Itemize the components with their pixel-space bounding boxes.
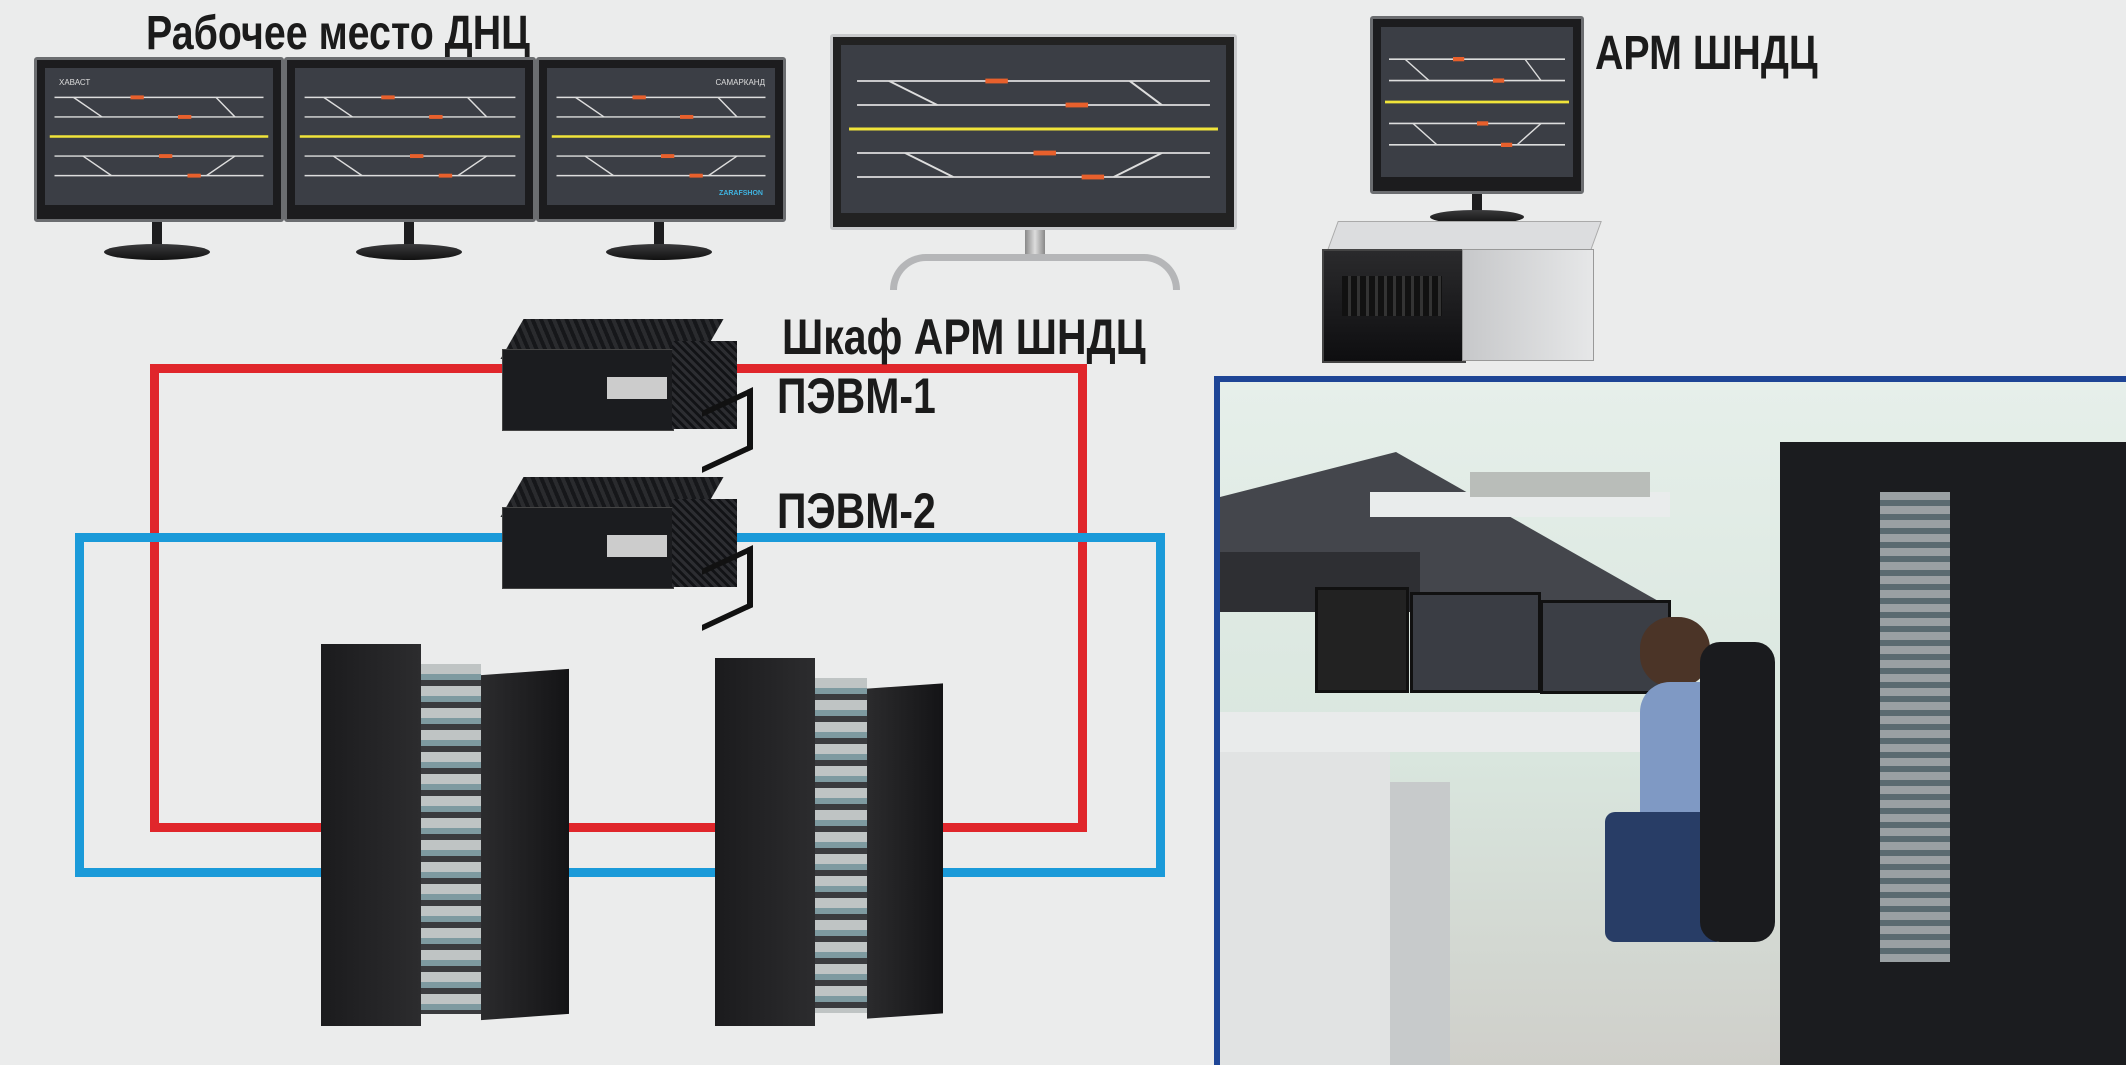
- cabinet-open-door: [481, 668, 569, 1021]
- track-line: [457, 155, 488, 177]
- occupied-section: [1081, 174, 1105, 180]
- occupied-section: [187, 173, 201, 178]
- monitor-stand: [404, 222, 414, 252]
- occupied-section: [429, 114, 443, 119]
- track-line: [466, 96, 488, 118]
- pc1-label: ПЭВМ-1: [777, 368, 936, 424]
- cabinet-body: [715, 658, 815, 1026]
- photo-monitor: [1315, 587, 1409, 693]
- occupied-section: [410, 154, 424, 159]
- pc-port-plate: [607, 377, 667, 399]
- monitor-stand: [1472, 194, 1482, 216]
- track-line: [575, 96, 605, 118]
- server-vent-grille: [1342, 276, 1442, 316]
- occupied-section: [1065, 102, 1089, 108]
- occupied-section: [632, 95, 646, 100]
- monitor-stand-base: [606, 244, 712, 260]
- track-line: [904, 152, 954, 178]
- dnc-workplace-label: Рабочее место ДНЦ: [146, 7, 530, 60]
- track-diagram-screen: [841, 45, 1226, 213]
- occupied-section: [130, 95, 144, 100]
- occupied-section: [438, 173, 453, 178]
- occupied-section: [1493, 78, 1505, 83]
- occupied-section: [1501, 142, 1513, 147]
- dnc-monitor-right: САМАРКАНД ZARAFSHON: [536, 57, 786, 222]
- track-diagram-screen: ХАВАСТ: [45, 68, 273, 205]
- cabinet-rack-interior: [421, 664, 481, 1014]
- dnc-monitor-left: ХАВАСТ: [34, 57, 284, 222]
- occupied-section: [381, 95, 395, 100]
- occupied-section: [661, 154, 675, 159]
- zarafshon-logo: ZARAFSHON: [719, 190, 763, 197]
- pc2-device: [500, 477, 760, 631]
- photo-person-head: [1640, 617, 1710, 687]
- equipment-cabinet-2: [715, 658, 943, 1026]
- ultrawide-monitor-frame: [830, 34, 1237, 230]
- occupied-section: [985, 78, 1008, 84]
- arm-shndc-monitor: [1370, 16, 1584, 194]
- dnc-monitor-array: ХАВАСТ САМАРКАНД ZARAFSHON: [34, 57, 786, 262]
- photo-monitor: [1410, 592, 1541, 693]
- cabinet-arm-shndc-label: Шкаф АРМ ШНДЦ: [782, 309, 1146, 365]
- arm-shndc-workstation: [1322, 16, 1602, 370]
- occupied-section: [689, 173, 703, 178]
- monitor-stand-base: [356, 244, 462, 260]
- photo-instruments: [1470, 472, 1650, 497]
- track-line: [73, 96, 103, 118]
- cabinet-body: [321, 644, 421, 1026]
- arm-shndc-label: АРМ ШНДЦ: [1595, 27, 1818, 80]
- station-name: ХАВАСТ: [59, 78, 91, 87]
- pc-side-vent: [672, 499, 737, 587]
- track-line: [323, 96, 353, 118]
- monitor-stand: [152, 222, 162, 252]
- photo-office-chair: [1700, 642, 1775, 942]
- lab-photo: [1214, 376, 2126, 1065]
- pc2-label: ПЭВМ-2: [777, 483, 936, 539]
- monitor-stand-base: [104, 244, 210, 260]
- monitor-stand-base: [890, 254, 1180, 290]
- track-line: [1516, 122, 1542, 146]
- cabinet-open-door: [867, 683, 943, 1019]
- track-line: [1524, 58, 1542, 82]
- photo-rack-wiring: [1880, 492, 1950, 962]
- pc1-device: [500, 319, 760, 473]
- track-line: [82, 155, 112, 177]
- monitor-stand-base: [1430, 210, 1524, 224]
- dnc-monitor-center: [284, 57, 536, 222]
- server-side: [1462, 249, 1594, 361]
- track-line: [584, 155, 614, 177]
- equipment-cabinet-1: [321, 644, 571, 1026]
- station-name: САМАРКАНД: [715, 78, 765, 87]
- occupied-section: [680, 114, 694, 119]
- occupied-section: [159, 154, 173, 159]
- monitor-stand: [1025, 230, 1045, 260]
- track-line: [1412, 122, 1438, 146]
- track-line: [1113, 152, 1163, 178]
- track-line: [215, 96, 236, 118]
- track-line: [206, 155, 236, 177]
- track-diagram-screen: САМАРКАНД ZARAFSHON: [547, 68, 775, 205]
- track-diagram-screen: [295, 68, 525, 205]
- occupied-section: [178, 114, 192, 119]
- track-line: [888, 80, 938, 106]
- photo-drawer-unit: [1390, 782, 1450, 1065]
- ultrawide-monitor: [830, 34, 1237, 290]
- photo-equipment-rack: [1780, 442, 2126, 1065]
- pc-port-plate: [607, 535, 667, 557]
- occupied-section: [1477, 121, 1489, 126]
- monitor-stand: [654, 222, 664, 252]
- track-line: [708, 155, 738, 177]
- track-line: [1128, 80, 1163, 106]
- pc-side-vent: [672, 341, 737, 429]
- occupied-section: [1033, 150, 1056, 156]
- track-diagram-screen: [1381, 27, 1573, 177]
- track-line: [1404, 58, 1430, 82]
- track-line: [332, 155, 363, 177]
- rack-server: [1322, 221, 1602, 369]
- cabinet-rack-interior: [815, 678, 867, 1013]
- photo-desk-cabinet: [1220, 752, 1390, 1065]
- photo-desk: [1220, 712, 1640, 752]
- track-line: [717, 96, 738, 118]
- occupied-section: [1453, 57, 1465, 62]
